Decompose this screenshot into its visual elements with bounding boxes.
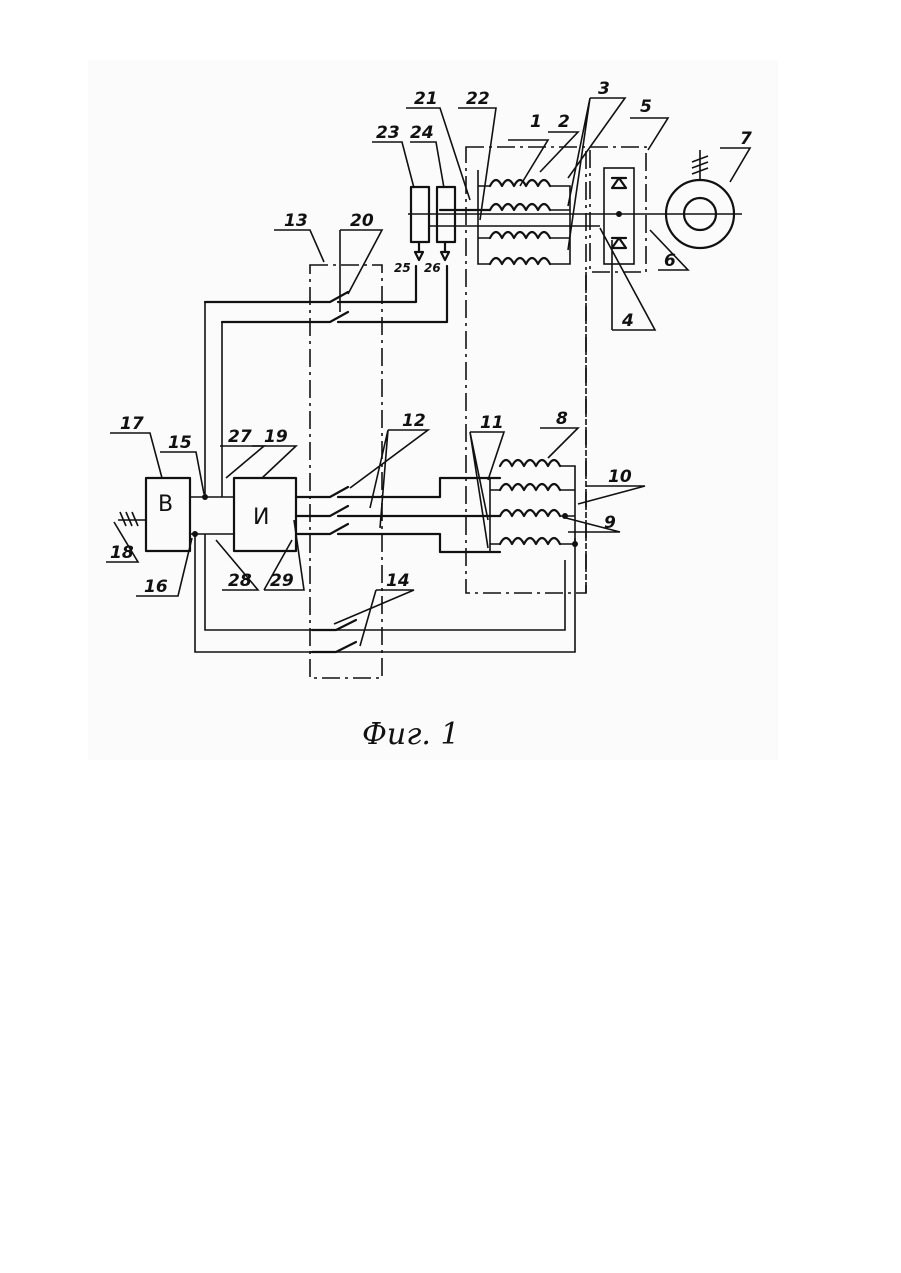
label-17: 17 — [120, 414, 144, 434]
contact-14b — [312, 642, 356, 652]
label-26: 26 — [424, 261, 441, 275]
label-5: 5 — [640, 97, 652, 117]
winding-group-8 — [490, 460, 578, 552]
label-16: 16 — [144, 577, 168, 597]
figure-caption: Фиг. 1 — [362, 717, 460, 752]
label-28: 28 — [228, 571, 252, 591]
brush-arrow-25 — [415, 242, 423, 260]
coil-lower-2 — [500, 484, 560, 490]
label-21: 21 — [414, 89, 438, 109]
label-12: 12 — [402, 411, 426, 431]
node-10 — [572, 541, 578, 547]
label-11: 11 — [480, 413, 504, 433]
label-19: 19 — [264, 427, 288, 447]
rectifier-block-label: В — [158, 492, 173, 517]
coil-upper-4 — [490, 258, 550, 264]
label-9: 9 — [604, 513, 616, 533]
coil-lower-4 — [500, 538, 560, 544]
label-6: 6 — [664, 251, 676, 271]
power-converter — [118, 302, 575, 652]
label-2: 2 — [558, 112, 570, 132]
dc-link — [190, 497, 234, 534]
label-22: 22 — [466, 89, 490, 109]
contact-12c — [296, 524, 500, 552]
label-3: 3 — [598, 79, 610, 99]
node-16 — [192, 531, 198, 537]
label-7: 7 — [740, 129, 752, 149]
exciter-machine-7 — [666, 150, 734, 248]
label-4: 4 — [621, 311, 634, 331]
contact-12a — [296, 478, 500, 497]
coil-upper-3 — [490, 232, 550, 238]
contact-20a — [205, 292, 348, 302]
upper-right-bus — [550, 186, 570, 264]
brush-units — [411, 187, 455, 260]
diode-upper — [612, 178, 626, 188]
contacts-12 — [296, 478, 500, 552]
coil-lower-3 — [500, 510, 560, 516]
three-phase-mark — [692, 156, 708, 174]
label-24: 24 — [410, 123, 434, 143]
label-15: 15 — [168, 433, 192, 453]
excitation-feed — [205, 302, 222, 497]
diode-lower — [612, 238, 626, 248]
label-13: 13 — [284, 211, 308, 231]
label-8: 8 — [556, 409, 568, 429]
contact-20b — [222, 312, 348, 322]
label-27: 27 — [228, 427, 252, 447]
brush-arrow-26 — [441, 242, 449, 260]
inverter-block-label: И — [253, 505, 269, 530]
rotating-rectifier — [604, 168, 634, 264]
coil-upper-2 — [490, 204, 550, 210]
rectifier-enclosure-5 — [590, 147, 646, 272]
label-14: 14 — [386, 571, 410, 591]
label-29: 29 — [270, 571, 294, 591]
label-23: 23 — [376, 123, 400, 143]
contact-14a — [312, 620, 356, 630]
label-18: 18 — [110, 543, 134, 563]
rectifier-node — [616, 211, 622, 217]
ac-input-18 — [118, 512, 146, 526]
node-15 — [202, 494, 208, 500]
label-25: 25 — [394, 261, 411, 275]
label-10: 10 — [608, 467, 632, 487]
label-1: 1 — [530, 112, 542, 132]
coil-lower-1 — [500, 460, 560, 466]
contact-12b — [296, 506, 500, 516]
leader-lines — [106, 98, 750, 646]
label-20: 20 — [350, 211, 374, 231]
winding-group-2 — [440, 170, 570, 264]
contacts-14 — [312, 620, 356, 652]
